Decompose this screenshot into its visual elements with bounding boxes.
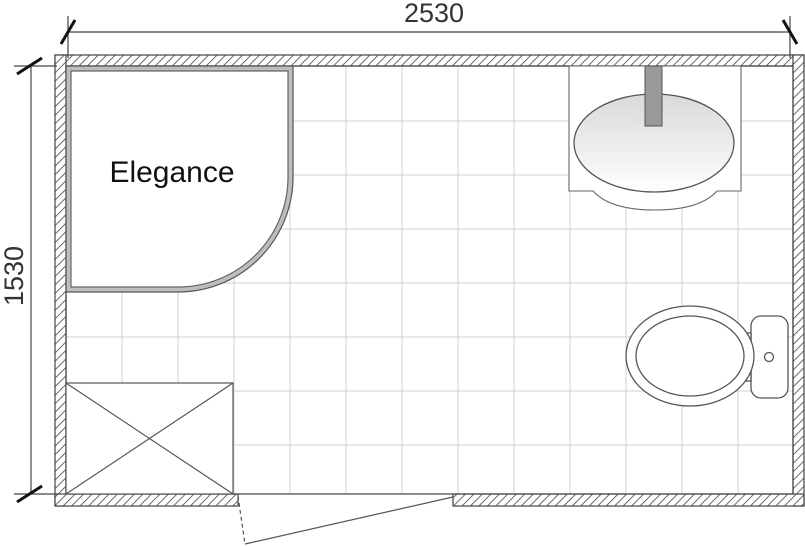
cabinet-icon [65,382,234,495]
width-label: 2530 [404,0,464,28]
wall-left [54,54,67,507]
wall-top [54,54,805,67]
door-icon [237,494,454,545]
height-dimension: 1530 [0,56,57,504]
shower-label: Elegance [109,156,234,189]
toilet-icon [625,305,789,407]
wall-bottom-left [54,493,239,507]
wall-bottom-right [452,493,805,507]
faucet [644,65,663,127]
height-label: 1530 [0,246,29,306]
sink-icon [568,65,742,211]
shower-icon [70,70,289,288]
wall-right [792,54,805,507]
width-dimension: 2530 [59,0,799,58]
shower-tray: Elegance [65,65,294,293]
